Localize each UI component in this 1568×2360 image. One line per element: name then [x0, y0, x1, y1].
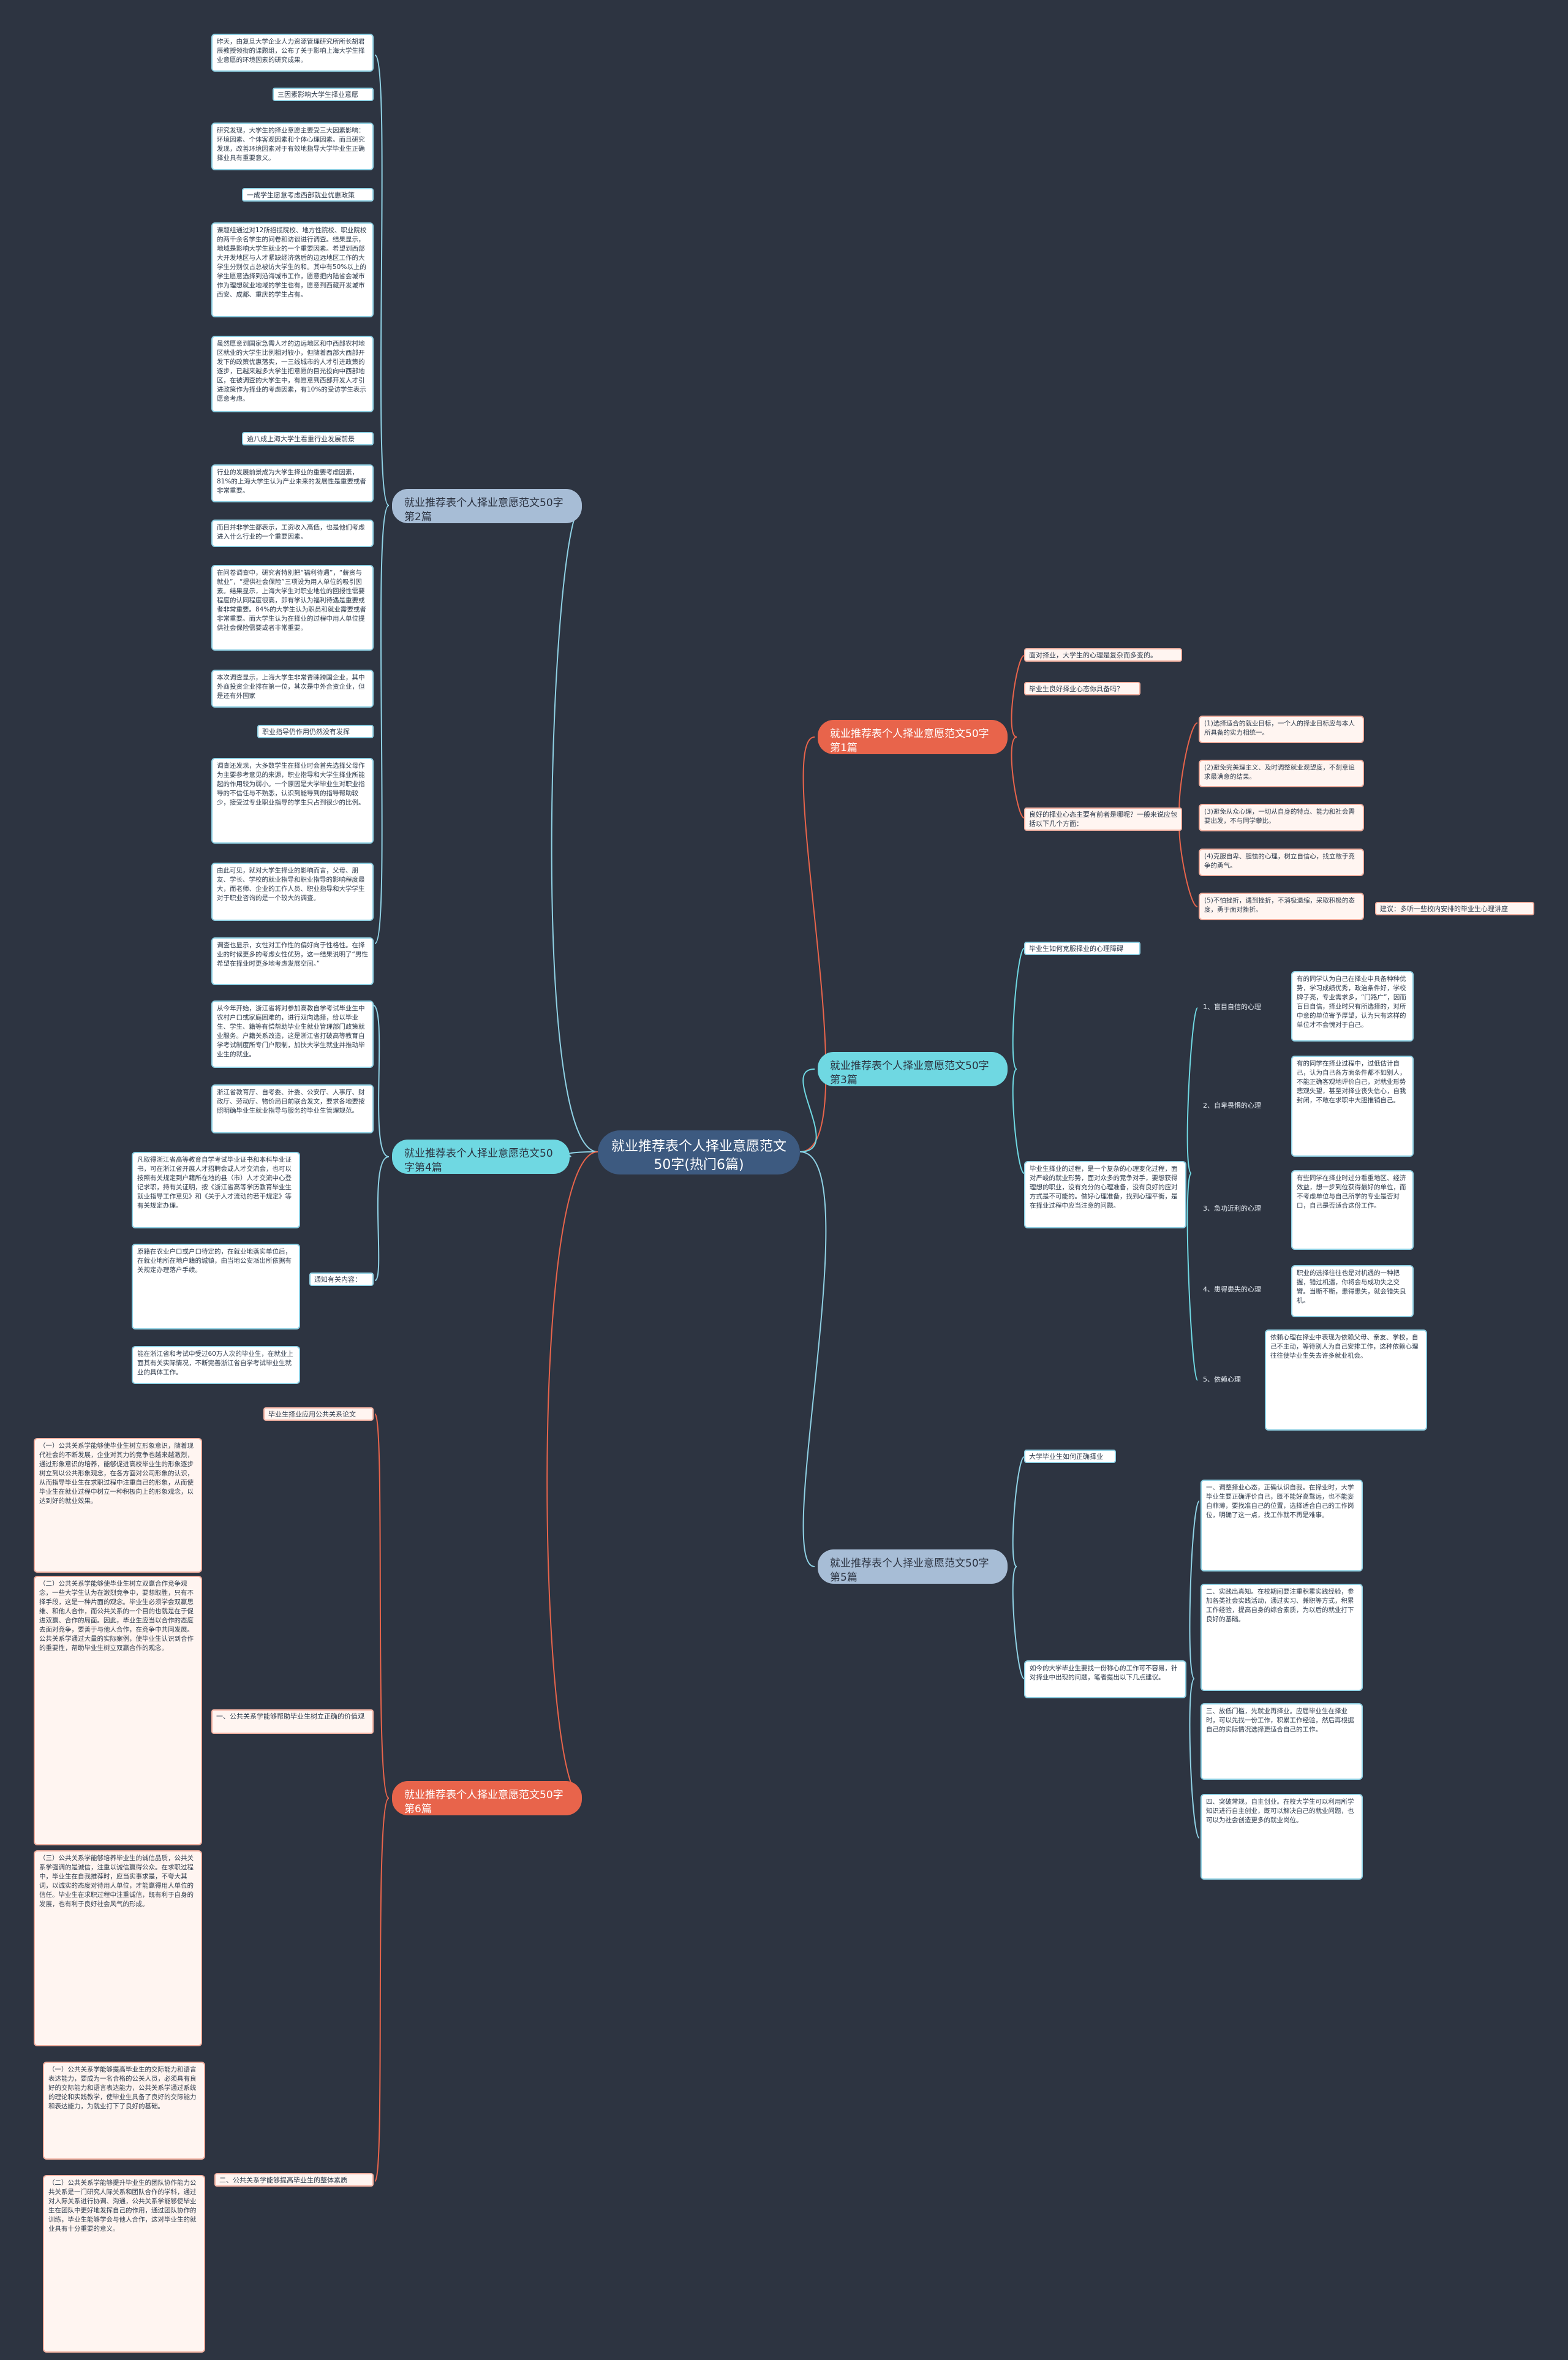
leaf-b6-top[interactable]: 毕业生择业应用公共关系论文 [263, 1407, 374, 1421]
leaf-b4-1[interactable]: 浙江省教育厅、自考委、计委、公安厅、人事厅、财政厅、劳动厅、物价局日前联合发文，… [211, 1084, 374, 1133]
leaf-b5-intro[interactable]: 如今的大学毕业生要找一份称心的工作可不容易，针对择业中出现的问题，笔者提出以下几… [1024, 1660, 1186, 1698]
leaf-b6-s1-1[interactable]: （二）公共关系学能够使毕业生树立双赢合作竞争观念，一些大学生认为在激烈竞争中，要… [34, 1576, 202, 1845]
leaf-b3-sub-4-text[interactable]: 依赖心理在择业中表现为依赖父母、亲友、学校，自己不主动，等待别人为自己安排工作，… [1265, 1329, 1427, 1431]
leaf-b1-sub-4[interactable]: (5)不怕挫折，遇到挫折，不消极退缩，采取积极的态度，勇于面对挫折。 [1199, 893, 1364, 920]
leaf-b2-7[interactable]: 行业的发展前景成为大学生择业的重要考虑因素，81%的上海大学生认为产业未来的发展… [211, 464, 374, 502]
leaf-b5-top[interactable]: 大学毕业生如何正确择业 [1024, 1450, 1116, 1463]
leaf-b2-10[interactable]: 本次调查显示，上海大学生非常青睐跨国企业，其中外商投资企业排在第一位，其次是中外… [211, 670, 374, 708]
root-topic[interactable]: 就业推荐表个人择业意愿范文50字(热门6篇) [598, 1130, 800, 1174]
leaf-b2-9[interactable]: 在问卷调查中，研究者特别把“福利待遇”，“薪资与就业”，“提供社会保险”三项设为… [211, 565, 374, 651]
leaf-b2-5[interactable]: 虽然愿意到国家急需人才的边远地区和中西部农村地区就业的大学生比例相对较小，但随着… [211, 336, 374, 412]
leaf-b5-0[interactable]: 一、调整择业心态，正确认识自我。在择业时，大学毕业生要正确评价自己，既不能好高骛… [1200, 1480, 1363, 1571]
leaf-b3-top[interactable]: 毕业生如何克服择业的心理障碍 [1024, 942, 1140, 955]
branch-article-6[interactable]: 就业推荐表个人择业意愿范文50字第6篇 [392, 1781, 582, 1815]
leaf-b2-14[interactable]: 调查也显示，女性对工作性的偏好向于性格性。在择业的时候更多的考虑女性优势，这一结… [211, 937, 374, 985]
leaf-b2-12[interactable]: 调查还发现，大多数学生在择业时会首先选择父母作为主要参考意见的来源，职业指导和大… [211, 758, 374, 844]
leaf-b5-1[interactable]: 二、实践出真知。在校期间要注重积累实践经验，参加各类社会实践活动，通过实习、兼职… [1200, 1584, 1363, 1691]
leaf-b6-s1-2[interactable]: （三）公共关系学能够培养毕业生的诚信品质，公共关系学强调的是诚信，注重以诚信赢得… [34, 1850, 202, 2046]
leaf-b3-sub-2-label[interactable]: 3、急功近利的心理 [1203, 1205, 1261, 1212]
leaf-b1-note[interactable]: 建议：多听一些校内安排的毕业生心理讲座 [1375, 902, 1534, 915]
leaf-b2-3[interactable]: 一成学生愿意考虑西部就业优惠政策 [242, 188, 374, 202]
leaf-b2-4[interactable]: 课题组通过对12所招揽院校、地方性院校、职业院校的两千余名学生的问卷和访谈进行调… [211, 222, 374, 317]
leaf-b6-s1-0[interactable]: （一）公共关系学能够使毕业生树立形象意识，随着现代社会的不断发展，企业对其力的竞… [34, 1438, 202, 1573]
leaf-b3-sub-0-label[interactable]: 1、盲目自信的心理 [1203, 1003, 1261, 1011]
leaf-b3-sub-4-label[interactable]: 5、依赖心理 [1203, 1375, 1241, 1383]
branch-article-4[interactable]: 就业推荐表个人择业意愿范文50字第4篇 [392, 1140, 570, 1174]
leaf-b4-sub-label[interactable]: 通知有关内容： [309, 1273, 374, 1286]
leaf-b2-1[interactable]: 三因素影响大学生择业意愿 [273, 88, 374, 101]
leaf-b3-sub-1-text[interactable]: 有的同学在择业过程中，过低估计自己，认为自己各方面条件都不如别人，不能正确客观地… [1291, 1056, 1414, 1157]
leaf-b4-sub-0[interactable]: 凡取得浙江省高等教育自学考试毕业证书和本科毕业证书，可在浙江省开展人才招聘会或人… [132, 1152, 300, 1228]
leaf-b2-6[interactable]: 逾八成上海大学生看重行业发展前景 [242, 432, 374, 445]
leaf-b5-3[interactable]: 四、突破常规，自主创业。在校大学生可以利用所学知识进行自主创业，既可以解决自己的… [1200, 1794, 1363, 1880]
leaf-b1-sub-0[interactable]: (1)选择适合的就业目标，一个人的择业目标应与本人所具备的实力相统一。 [1199, 716, 1364, 743]
leaf-b2-8[interactable]: 而目并非学生都表示，工资收入高低，也是他们考虑进入什么行业的一个重要因素。 [211, 520, 374, 547]
leaf-b2-2[interactable]: 研究发现，大学生的择业意愿主要受三大因素影响：环境因素、个体客观因素和个体心理因… [211, 123, 374, 170]
branch-article-2[interactable]: 就业推荐表个人择业意愿范文50字第2篇 [392, 489, 582, 523]
leaf-b3-sub-1-label[interactable]: 2、自卑畏惧的心理 [1203, 1102, 1261, 1110]
leaf-b6-s2-1[interactable]: （二）公共关系学能够提升毕业生的团队协作能力公共关系是一门研究人际关系和团队合作… [43, 2175, 205, 2353]
leaf-b4-0[interactable]: 从今年开始，浙江省将对参加高教自学考试毕业生中农村户口或家庭困难的，进行双向选择… [211, 1000, 374, 1068]
leaf-b1-0[interactable]: 面对择业，大学生的心理是复杂而多变的。 [1024, 648, 1182, 662]
leaf-b4-sub-1[interactable]: 原籍在农业户口或户口待定的，在就业地落实单位后，在就业地所在地户籍的城镇，由当地… [132, 1244, 300, 1329]
leaf-b2-11[interactable]: 职业指导仍作用仍然没有发挥 [257, 725, 374, 738]
leaf-b1-1[interactable]: 毕业生良好择业心态你具备吗？ [1024, 682, 1140, 695]
leaf-b1-sub-2[interactable]: (3)避免从众心理，一切从自身的特点、能力和社会需要出发，不与同学攀比。 [1199, 804, 1364, 831]
branch-article-1[interactable]: 就业推荐表个人择业意愿范文50字第1篇 [818, 720, 1008, 754]
leaf-b1-sub-1[interactable]: (2)避免完美理主义、及时调整就业观望度，不刻意追求最满意的结果。 [1199, 760, 1364, 787]
leaf-b4-sub-2[interactable]: 能在浙江省和考试中受过60万人次的毕业生，在就业上面其有关实际情况，不断完善浙江… [132, 1346, 300, 1384]
leaf-b2-13[interactable]: 由此可见，就对大学生择业的影响而言，父母、朋友、学长、学校的就业指导和职业指导的… [211, 863, 374, 921]
leaf-b3-sub-3-text[interactable]: 职业的选择往往也是对机遇的一种把握，错过机遇，你将会与成功失之交臂。当断不断，患… [1291, 1265, 1414, 1317]
leaf-b5-2[interactable]: 三、放低门槛，先就业再择业。应届毕业生在择业时，可以先找一份工作，积累工作经验，… [1200, 1703, 1363, 1780]
branch-article-5[interactable]: 就业推荐表个人择业意愿范文50字第5篇 [818, 1549, 1008, 1584]
leaf-b6-s2-0[interactable]: （一）公共关系学能够提高毕业生的交际能力和语言表达能力，要成为一名合格的公关人员… [43, 2062, 205, 2160]
leaf-b1-2[interactable]: 良好的择业心态主要有前者是哪呢？一般来说应包括以下几个方面： [1024, 807, 1182, 831]
leaf-b1-sub-3[interactable]: (4)克服自卑、胆怯的心理，树立自信心，找立敢于竞争的勇气。 [1199, 849, 1364, 876]
leaf-b3-sub-0-text[interactable]: 有的同学认为自己在择业中具备种种优势，学习成绩优秀，政治条件好，学校牌子亮，专业… [1291, 971, 1414, 1042]
leaf-b6-s2-label[interactable]: 二、公共关系学能够提高毕业生的整体素质 [214, 2173, 374, 2187]
leaf-b6-s1-label[interactable]: 一、公共关系学能够帮助毕业生树立正确的价值观 [211, 1709, 374, 1734]
leaf-b3-intro[interactable]: 毕业生择业的过程，是一个复杂的心理变化过程，面对严峻的就业形势，面对众多的竞争对… [1024, 1161, 1186, 1228]
branch-article-3[interactable]: 就业推荐表个人择业意愿范文50字第3篇 [818, 1052, 1008, 1086]
leaf-b2-0[interactable]: 昨天，由复旦大学企业人力资源管理研究所所长胡君辰教授领衔的课题组，公布了关于影响… [211, 34, 374, 72]
leaf-b3-sub-3-label[interactable]: 4、患得患失的心理 [1203, 1285, 1261, 1293]
leaf-b3-sub-2-text[interactable]: 有些同学在择业时过分看重地区、经济效益，想一步到位获得最好的单位，而不考虑单位与… [1291, 1170, 1414, 1250]
